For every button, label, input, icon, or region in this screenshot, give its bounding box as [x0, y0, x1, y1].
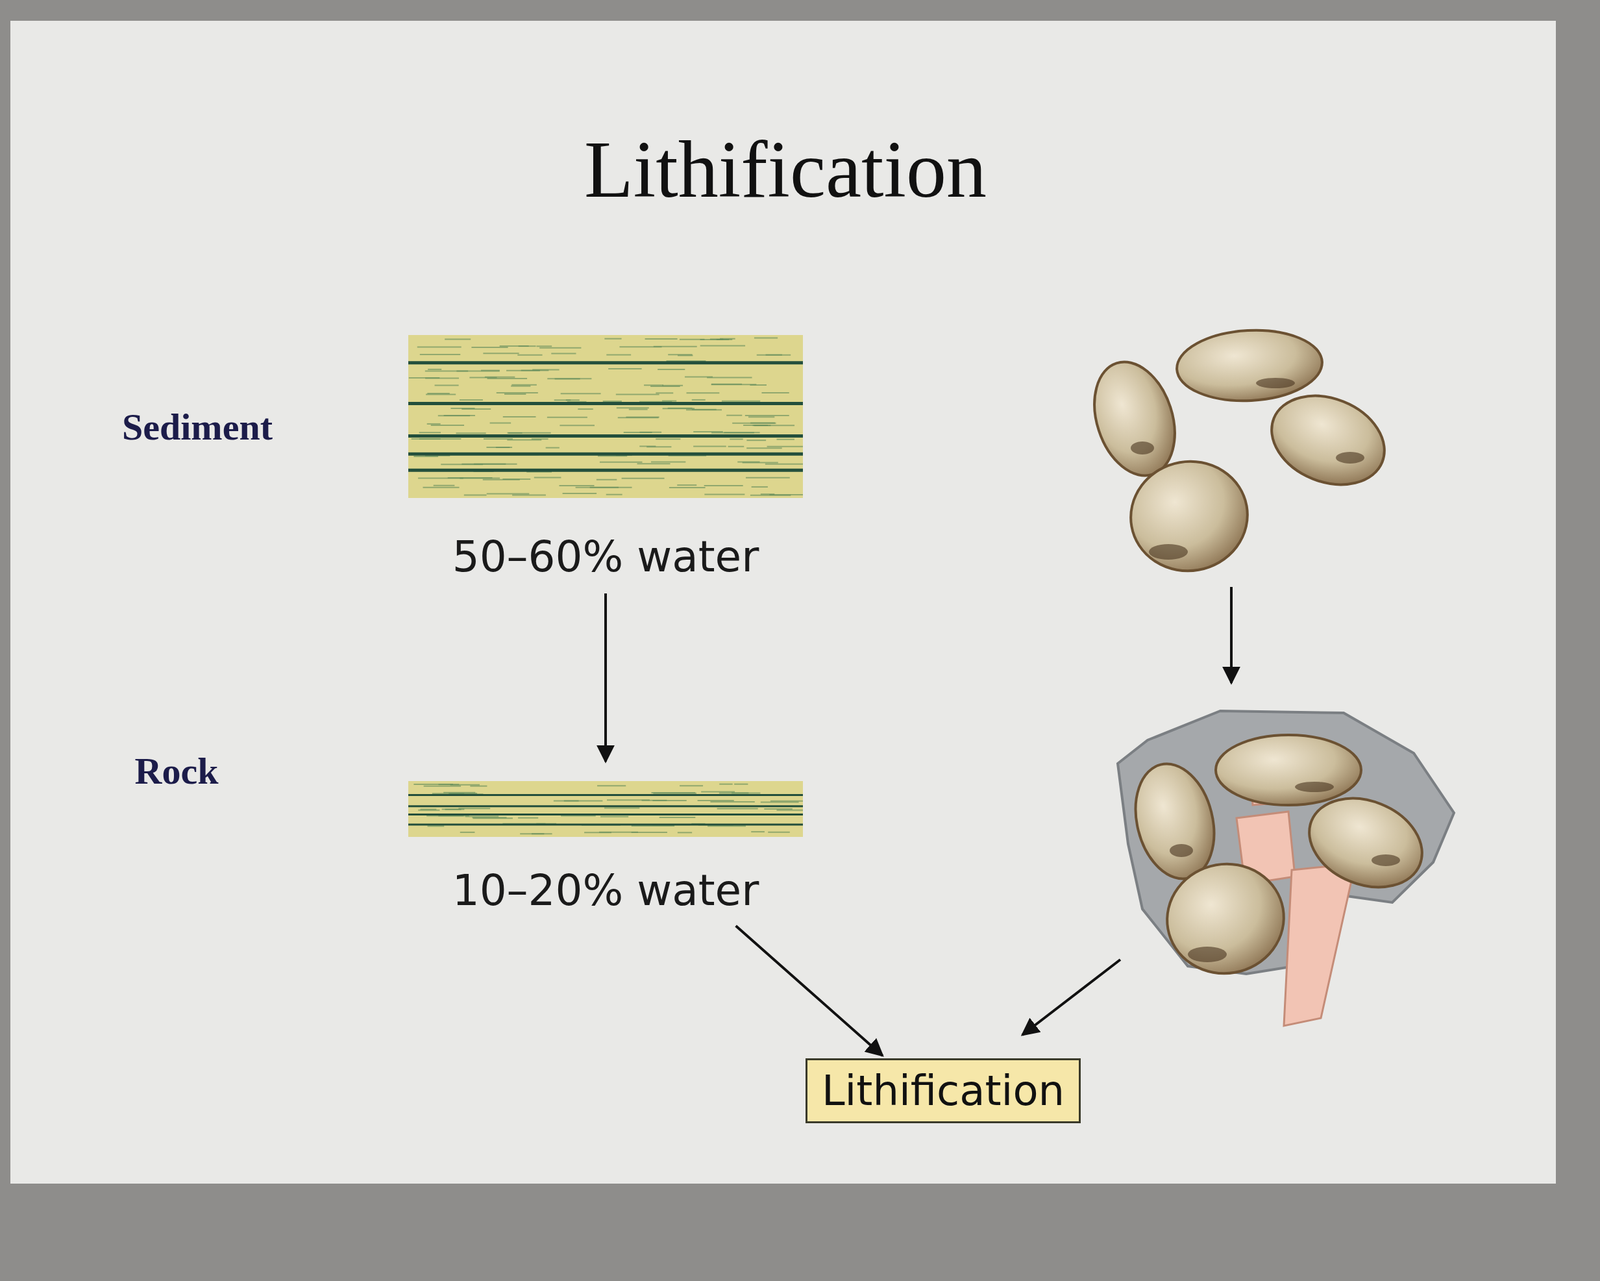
sediment-layers: 50–60% water [408, 334, 803, 582]
box-label: Lithification [821, 1066, 1065, 1115]
layer-texture [408, 334, 803, 498]
slide-title: Lithification [584, 123, 987, 217]
layer-band [408, 334, 803, 498]
process-arrow [736, 925, 883, 1056]
water-content: 10–20% water [408, 865, 803, 916]
row-label: Sediment [122, 405, 273, 449]
process-box: Lithification [805, 1058, 1081, 1123]
cemented-pebbles [1124, 734, 1436, 983]
process-arrow [604, 593, 607, 762]
process-arrow [1022, 959, 1121, 1035]
loose-pebbles [1080, 326, 1398, 580]
water-content: 50–60% water [408, 531, 803, 582]
layer-texture [408, 780, 803, 837]
row-label: Rock [135, 749, 219, 793]
layer-band [408, 780, 803, 837]
process-arrow [1230, 586, 1233, 683]
rock-layers: 10–20% water [408, 780, 803, 916]
